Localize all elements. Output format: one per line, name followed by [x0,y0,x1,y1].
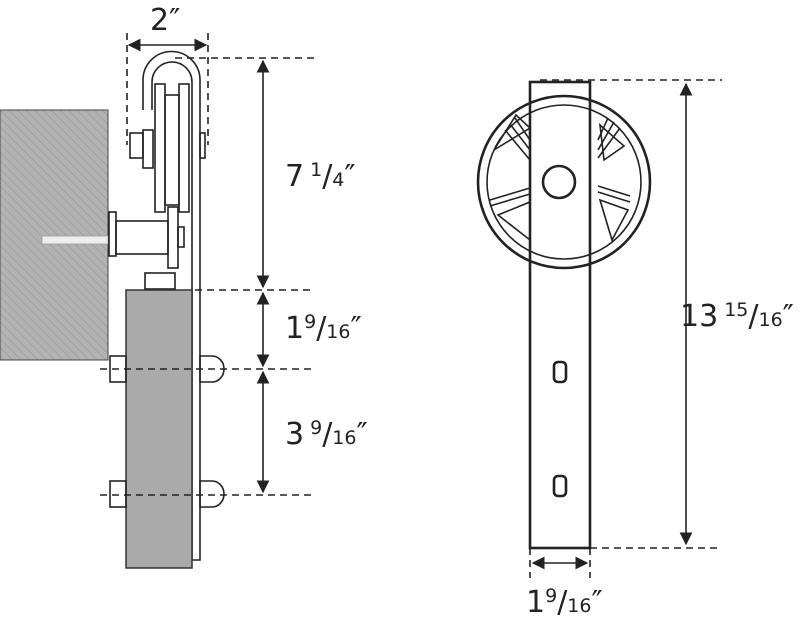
strap-width-label: 19/16″ [526,585,603,618]
axle-cap [199,132,206,159]
axle-nut [129,132,144,159]
standoff-nut [177,226,185,248]
lag-bolt-thread [41,235,109,245]
hanger-strap-front [528,80,592,550]
gap-label: 19/16″ [285,311,362,346]
standoff-spacer [115,220,169,255]
hanger-strap [142,50,201,561]
track-wheel-flange [178,83,190,213]
anti-jump-block [144,272,176,290]
axle-bushing [142,129,154,169]
spoked-wheel [476,94,652,270]
track-wheel-flange [154,83,166,213]
width-dimension-label: 2″ [150,3,180,38]
standoff-washer [108,211,117,257]
track-wheel-groove [164,94,180,206]
wall-header [0,109,109,361]
axle-hole [541,164,577,200]
door-bolt-slot-lower [552,474,568,498]
standoff-plate [167,206,179,269]
door-panel [125,289,193,569]
door-bolt-slot-upper [552,360,568,384]
